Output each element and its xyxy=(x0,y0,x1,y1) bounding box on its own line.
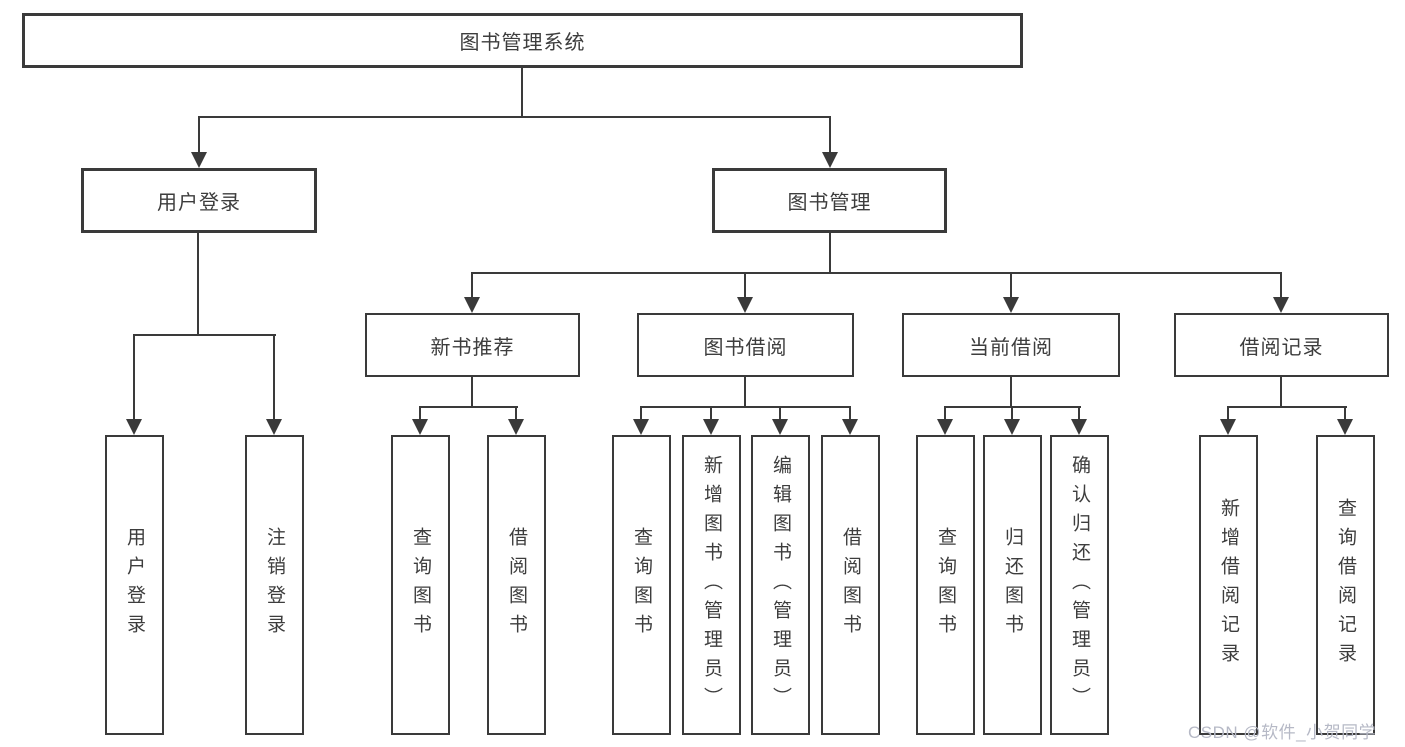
connector-line xyxy=(1280,272,1282,299)
arrowhead xyxy=(937,419,953,435)
connector-line xyxy=(471,272,473,299)
connector-line xyxy=(710,406,712,419)
connector-line xyxy=(1078,406,1080,419)
leaf-confirm-return-admin: 确认归还（管理员） xyxy=(1050,435,1109,735)
leaf-current-query-books: 查询图书 xyxy=(916,435,975,735)
arrowhead xyxy=(412,419,428,435)
arrowhead xyxy=(633,419,649,435)
connector-line xyxy=(521,68,523,118)
arrowhead xyxy=(703,419,719,435)
arrowhead xyxy=(1220,419,1236,435)
leaf-edit-books-admin: 编辑图书（管理员） xyxy=(751,435,810,735)
watermark: CSDN @软件_小贺同学 xyxy=(1188,723,1377,742)
connector-line xyxy=(1011,406,1013,419)
arrowhead xyxy=(464,297,480,313)
connector-line xyxy=(515,406,517,419)
connector-line xyxy=(133,334,135,419)
connector-line xyxy=(744,272,746,299)
connector-line xyxy=(1010,272,1012,299)
leaf-add-borrow-record: 新增借阅记录 xyxy=(1199,435,1258,735)
node-current-borrow: 当前借阅 xyxy=(902,313,1120,377)
arrowhead xyxy=(1071,419,1087,435)
arrowhead xyxy=(772,419,788,435)
connector-line xyxy=(273,334,275,419)
leaf-borrow-query-books: 查询图书 xyxy=(612,435,671,735)
arrowhead xyxy=(1273,297,1289,313)
arrowhead xyxy=(737,297,753,313)
connector-line xyxy=(133,334,276,336)
leaf-return-books: 归还图书 xyxy=(983,435,1042,735)
arrowhead xyxy=(191,152,207,168)
arrowhead xyxy=(508,419,524,435)
connector-line xyxy=(944,406,946,419)
connector-line xyxy=(1010,377,1012,408)
leaf-query-borrow-record: 查询借阅记录 xyxy=(1316,435,1375,735)
leaf-logout: 注销登录 xyxy=(245,435,304,735)
connector-line xyxy=(419,406,518,408)
connector-line xyxy=(471,377,473,408)
arrowhead xyxy=(1004,419,1020,435)
node-new-book-recommend: 新书推荐 xyxy=(365,313,580,377)
connector-line xyxy=(1280,377,1282,408)
connector-line xyxy=(640,406,642,419)
leaf-user-login: 用户登录 xyxy=(105,435,164,735)
connector-line xyxy=(779,406,781,419)
node-root: 图书管理系统 xyxy=(22,13,1023,68)
arrowhead xyxy=(842,419,858,435)
connector-line xyxy=(640,406,851,408)
connector-line xyxy=(198,116,200,154)
arrowhead xyxy=(1003,297,1019,313)
node-borrow-records: 借阅记录 xyxy=(1174,313,1389,377)
arrowhead xyxy=(266,419,282,435)
leaf-recommend-query-books: 查询图书 xyxy=(391,435,450,735)
connector-line xyxy=(1227,406,1347,408)
node-user-login: 用户登录 xyxy=(81,168,317,233)
arrowhead xyxy=(1337,419,1353,435)
connector-line xyxy=(849,406,851,419)
connector-line xyxy=(744,377,746,408)
connector-line xyxy=(419,406,421,419)
connector-line xyxy=(829,116,831,154)
connector-line xyxy=(471,272,1282,274)
connector-line xyxy=(1344,406,1346,419)
node-book-management: 图书管理 xyxy=(712,168,947,233)
connector-line xyxy=(1227,406,1229,419)
connector-line xyxy=(198,116,831,118)
node-book-borrow: 图书借阅 xyxy=(637,313,854,377)
leaf-borrow-books: 借阅图书 xyxy=(821,435,880,735)
connector-line xyxy=(197,233,199,336)
connector-line xyxy=(829,233,831,274)
leaf-recommend-borrow-books: 借阅图书 xyxy=(487,435,546,735)
arrowhead xyxy=(822,152,838,168)
leaf-add-books-admin: 新增图书（管理员） xyxy=(682,435,741,735)
arrowhead xyxy=(126,419,142,435)
